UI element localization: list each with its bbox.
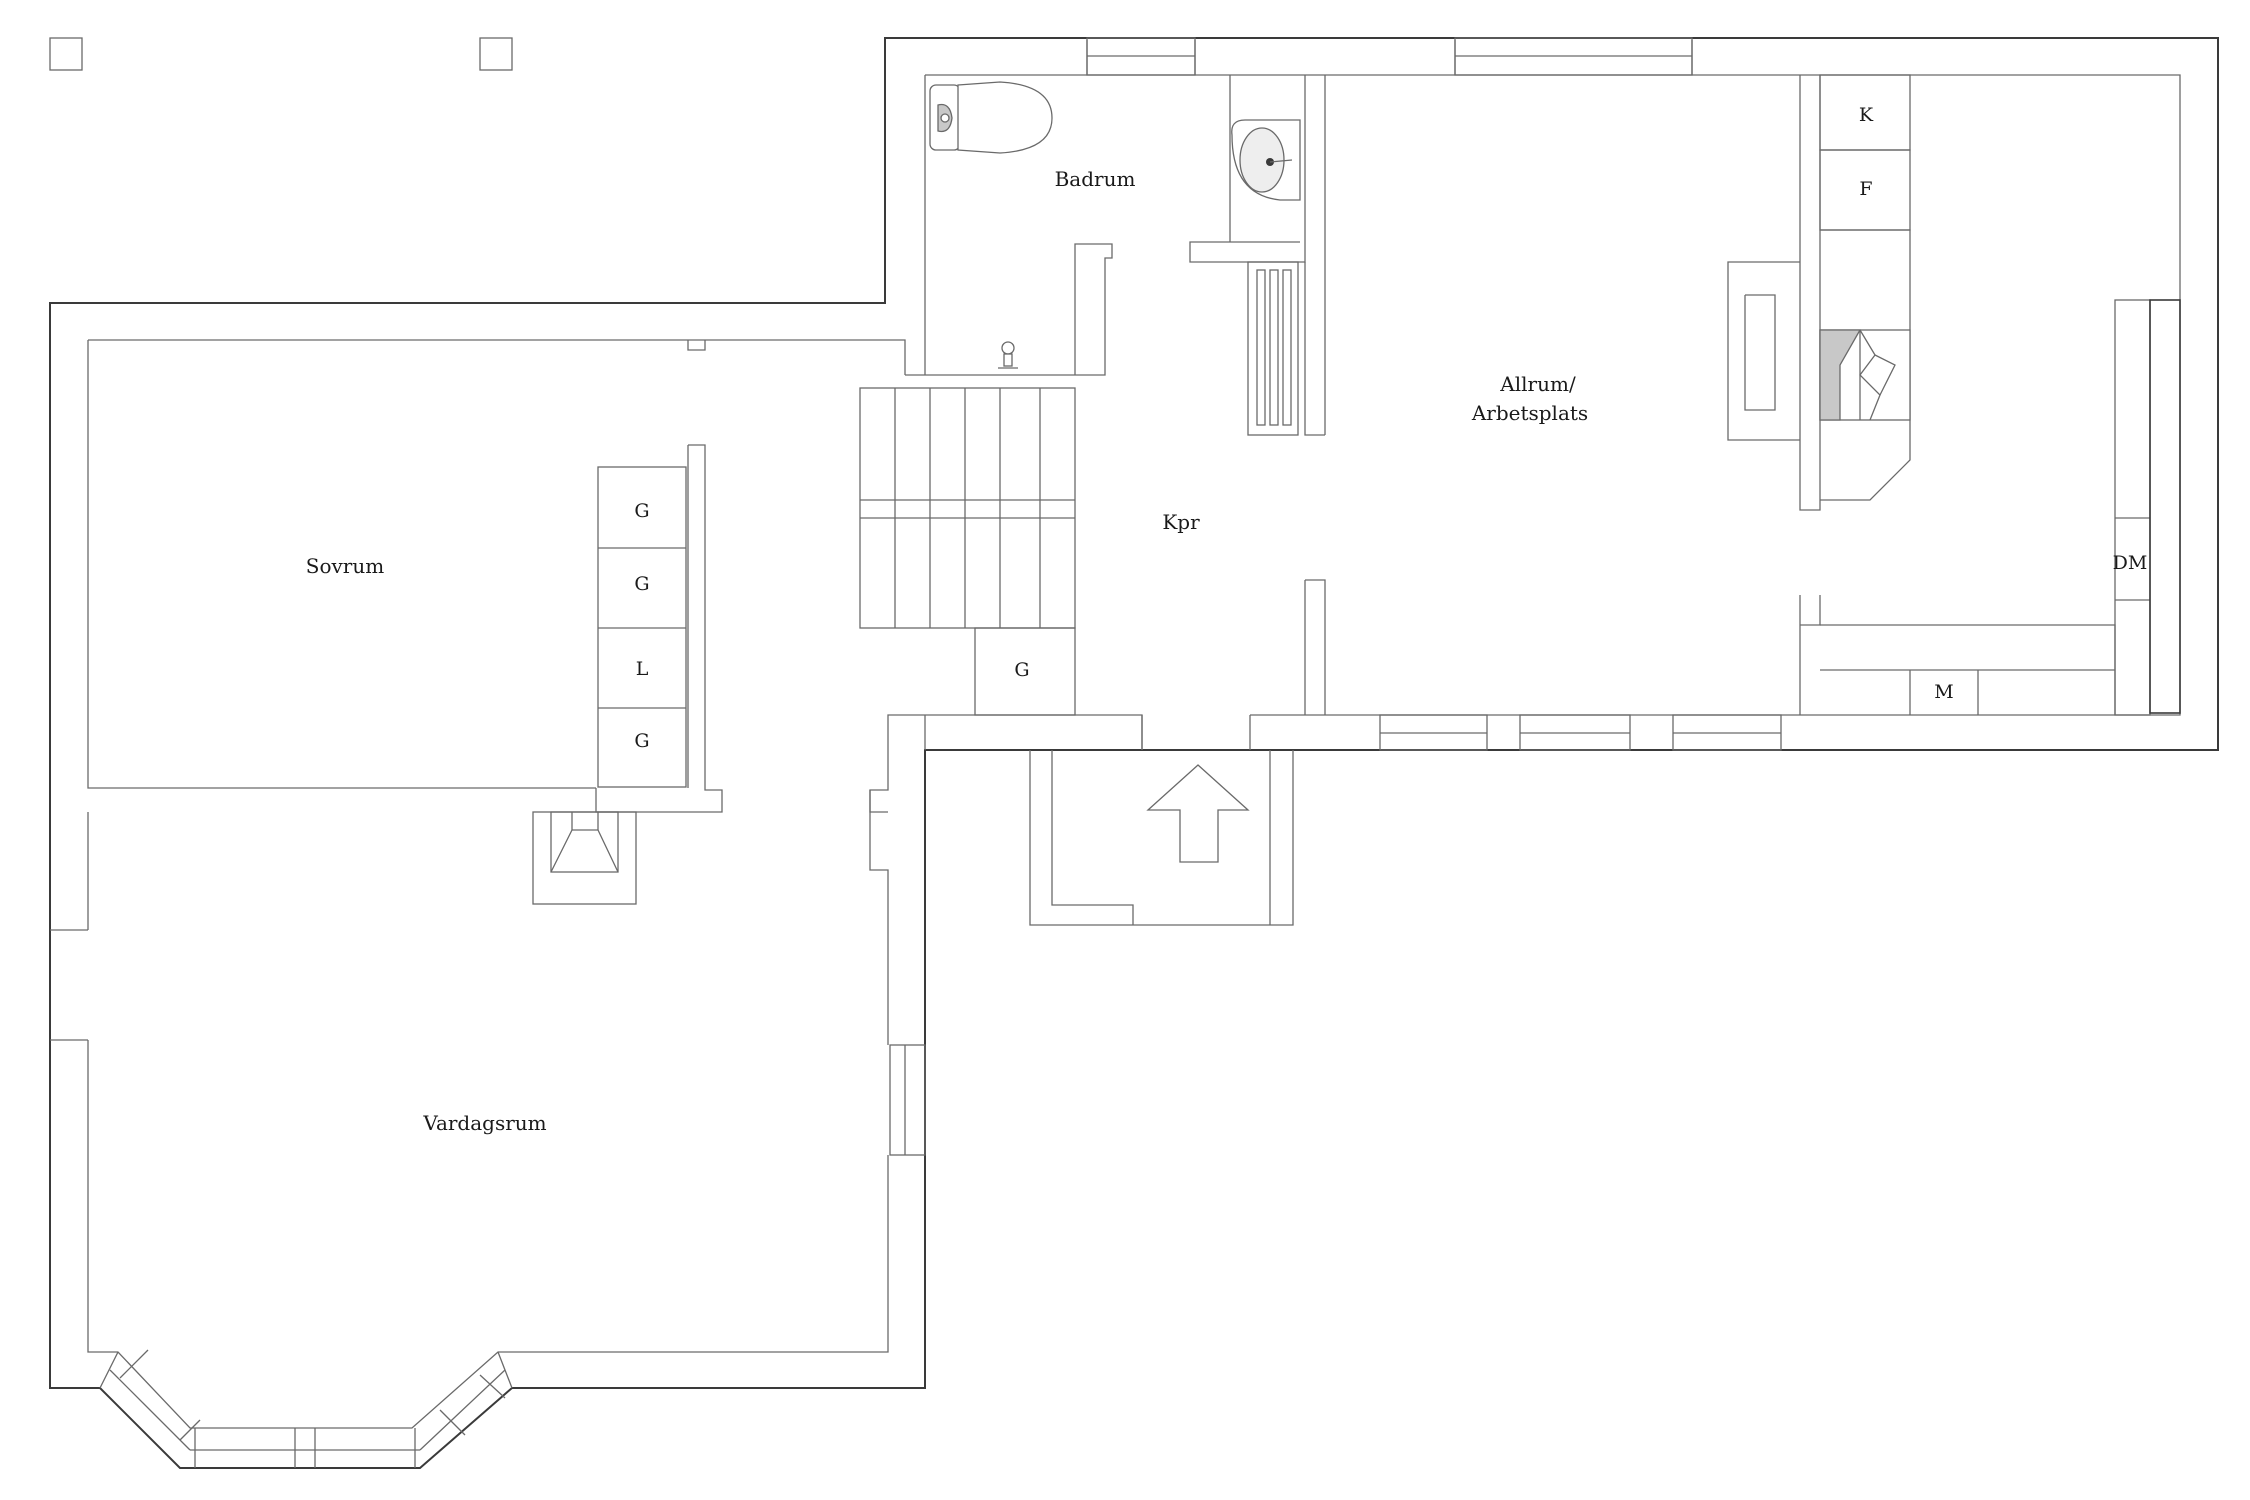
microwave-label: M [1934,681,1953,703]
interior-walls [595,75,1821,926]
hall-wardrobe-label: G [1014,659,1029,681]
compass-marker-icon [49,37,83,71]
bottom-windows [1379,714,1782,751]
toilet-icon [929,81,1053,154]
bay-window [99,1349,513,1468]
bedroom-wardrobes [597,466,687,788]
wardrobe-label: G [634,573,649,595]
linen-closet-label: L [636,658,649,680]
kitchen [1819,74,2181,716]
window [889,1044,926,1156]
room-label-kpr: Kpr [1162,510,1200,534]
room-label-allrum-1: Allrum/ [1499,372,1576,396]
fireplace-icon [532,811,637,905]
dishwasher-label: DM [2113,552,2148,574]
room-label-vardagsrum: Vardagsrum [422,1111,546,1135]
hall-wardrobe [974,627,1076,716]
staircase [859,387,1076,629]
compass-marker-icon [479,37,513,71]
sink-icon [1231,119,1301,201]
stove-icon [1819,329,1911,421]
radiator-icon [1247,261,1299,436]
top-windows [1086,37,1693,76]
wardrobe-label: G [634,730,649,752]
freezer-label: F [1859,178,1872,200]
room-label-allrum-2: Arbetsplats [1471,401,1588,425]
floor-drain-icon [998,341,1018,369]
room-label-sovrum: Sovrum [306,554,384,578]
entrance-arrow-icon [1146,764,1250,863]
room-label-badrum: Badrum [1055,167,1136,191]
outer-walls [49,37,2219,1469]
fridge-label: K [1859,104,1874,126]
wardrobe-label: G [634,500,649,522]
